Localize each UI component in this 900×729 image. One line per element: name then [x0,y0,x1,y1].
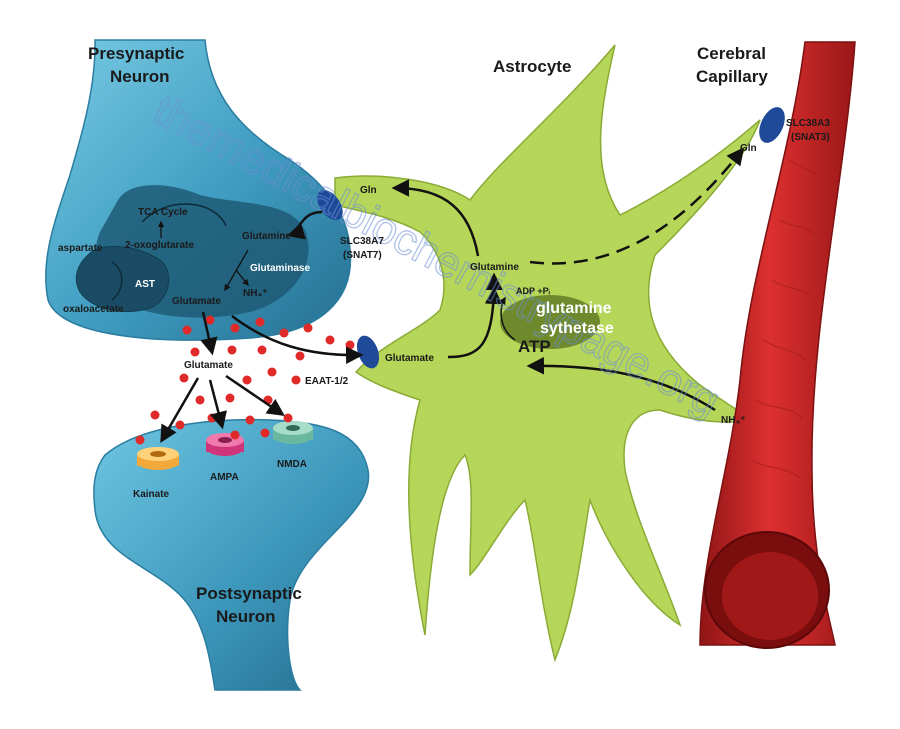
arrow-glutamine-to-capillary [529,147,745,265]
cleft-glutamate-label: Glutamate [184,360,233,371]
ast-label: AST [135,279,155,290]
slc38a7-transporter [317,189,343,221]
ampa-receptor [206,433,244,456]
neuron-glutamate-label: Glutamate [172,296,221,307]
arrow-nh4-to-synthetase [526,357,716,412]
capillary-title-1: Cerebral [697,44,766,63]
mitochondrion-outline [75,246,170,312]
neuron-nh4-label: NH₄⁺ [243,288,268,299]
glutamine-synthetase-enzyme [500,295,600,349]
nmda-receptor [273,421,313,444]
arrow-to-ampa [208,379,227,430]
gln-left-label: Gln [360,185,377,196]
arrow-astro-glutamine-to-gln [391,179,480,257]
kainate-receptor [137,447,179,470]
slc38a3-label-2: (SNAT3) [791,132,830,143]
astro-glutamate-label: Glutamate [385,353,434,364]
pathway-arrows [157,147,745,444]
arrow-to-nmda [225,374,285,416]
tca-cycle-label: TCA Cycle [138,207,188,218]
capillary-lumen-inner [722,552,818,640]
astro-glutamine-label: Glutamine [470,262,519,273]
kainate-label: Kainate [133,489,170,500]
aspartate-label: aspartate [58,243,103,254]
eaat-label: EAAT-1/2 [305,376,349,387]
glutamine-synthetase-label-2: sythetase [540,320,614,337]
arrow-glutamate-to-eaat [231,315,364,365]
postsynaptic-title-1: Postsynaptic [196,584,302,603]
capillary-nh4-label: NH₄⁺ [721,415,746,426]
slc38a7-label-1: SLC38A7 [340,236,384,247]
glutamine-synthetase-label-1: glutamine [536,300,612,317]
tca-cycle-arc [141,203,227,227]
slc38a3-label-1: SLC38A3 [786,118,830,129]
slc38a7-label-2: (SNAT7) [343,250,382,261]
astrocyte-title: Astrocyte [493,57,571,76]
postsynaptic-neuron-body [93,418,370,691]
arrow-neuron-glutamate-release [200,311,218,356]
oxoglutarate-label: 2-oxoglutarate [125,240,194,251]
presynaptic-title-2: Neuron [110,67,170,86]
atp-label: ATP [518,337,551,356]
arrow-gln-to-neuron-glutamine [286,210,323,240]
arrow-to-kainate [160,377,200,444]
slc38a3-transporter [759,107,785,143]
presynaptic-title-1: Presynaptic [88,44,184,63]
nmda-label: NMDA [277,459,307,470]
gln-right-label: Gln [740,143,757,154]
adp-pi-label: ADP +Pᵢ [516,286,551,296]
capillary-title-2: Capillary [696,67,768,86]
arrow-atp-adp [498,296,516,341]
arrow-glutamate-to-synthetase [447,286,503,359]
postsynaptic-title-2: Neuron [216,607,276,626]
glutamate-dots [135,315,355,445]
capillary-texture [751,159,821,479]
neuron-glutamine-label: Glutamine [242,231,291,242]
ampa-label: AMPA [210,472,239,483]
glutaminase-label: Glutaminase [250,263,310,274]
ast-cycle-arc [111,261,123,301]
oxaloacetate-label: oxaloacetate [63,304,124,315]
arrow-glutaminase-nh4 [235,269,249,287]
